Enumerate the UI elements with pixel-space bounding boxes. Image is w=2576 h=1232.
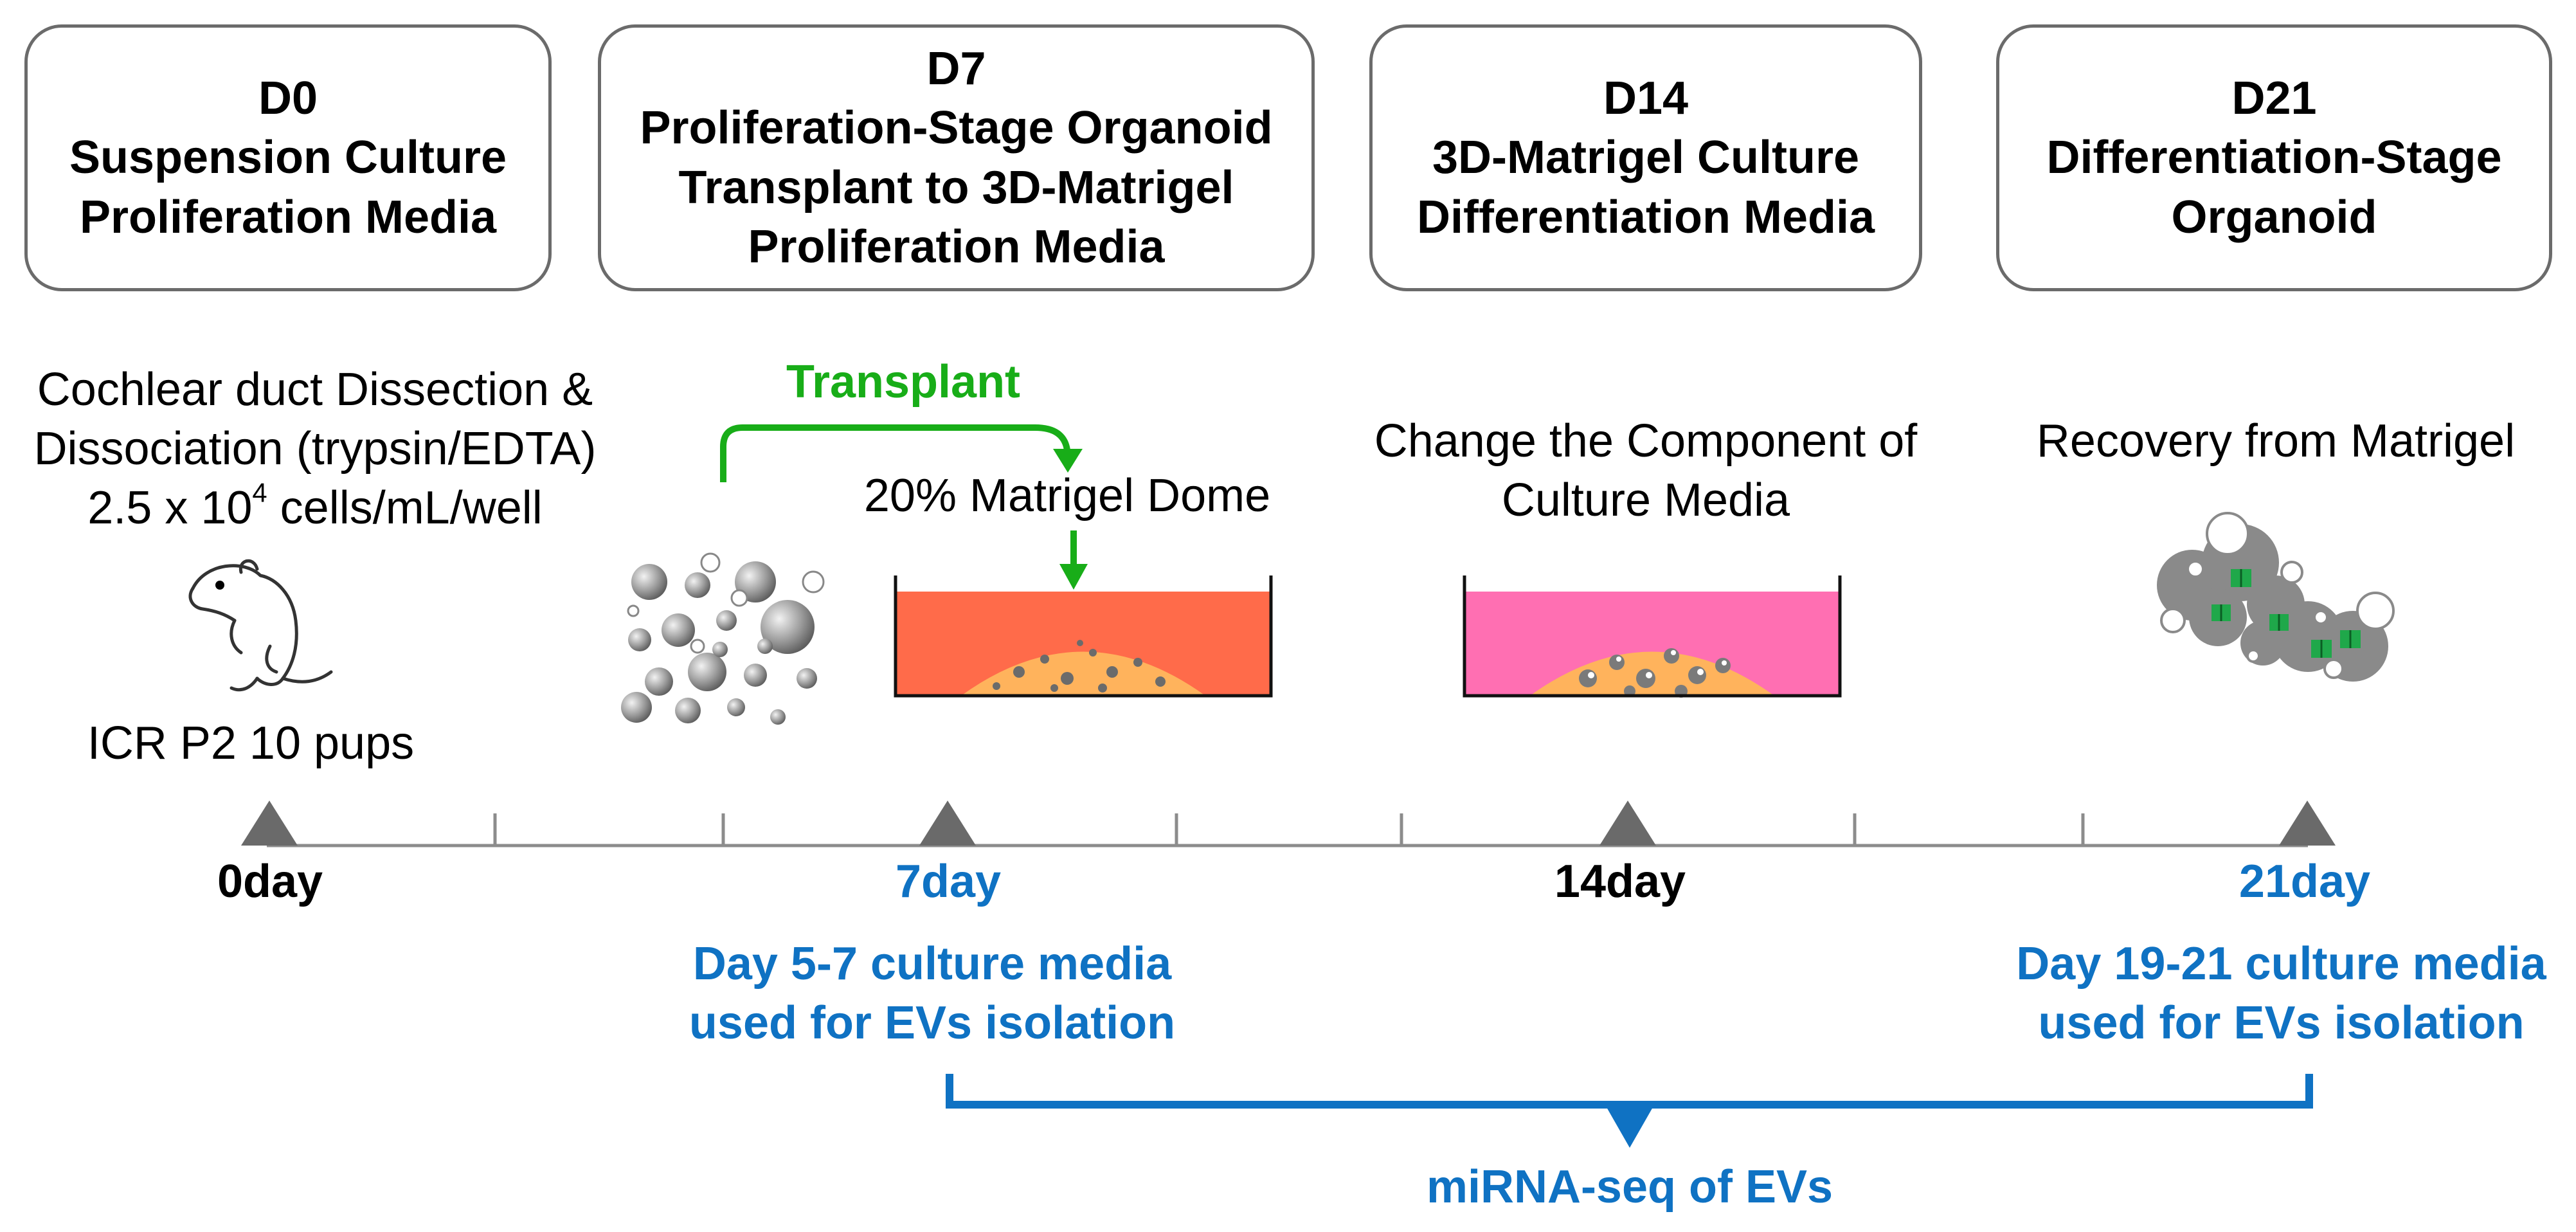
- stage-day-label: D14: [1603, 73, 1689, 125]
- stage-line: Transplant to 3D-Matrigel: [678, 161, 1234, 213]
- dissection-line: Cochlear duct Dissection &: [37, 364, 593, 415]
- day14-marker: [1599, 801, 1656, 846]
- differentiated-organoid-icon: [2157, 512, 2395, 682]
- change-media-line: Change the Component of: [1374, 415, 1918, 467]
- stage-line: 3D-Matrigel Culture: [1432, 132, 1860, 184]
- transplant-label: Transplant: [786, 356, 1021, 408]
- stage-line: Proliferation Media: [79, 191, 497, 243]
- ev-note-line: used for EVs isolation: [2038, 997, 2525, 1049]
- day0-marker: [241, 801, 298, 846]
- ev-bracket: [946, 1074, 2313, 1148]
- mirna-seq-label: miRNA-seq of EVs: [1426, 1161, 1833, 1213]
- day21-marker: [2279, 801, 2336, 846]
- differentiation-well-icon: [1463, 575, 1842, 698]
- recovery-label: Recovery from Matrigel: [2036, 415, 2516, 467]
- dissociated-cells-icon: [621, 552, 825, 725]
- day7-ev-note: Day 5-7 culture media used for EVs isola…: [656, 934, 1209, 1053]
- stage-box-d14: D14 3D-Matrigel Culture Differentiation …: [1369, 24, 1922, 291]
- animal-label: ICR P2 10 pups: [87, 718, 415, 769]
- stage-day-label: D0: [258, 73, 318, 125]
- stage-box-d0: D0 Suspension Culture Proliferation Medi…: [24, 24, 552, 291]
- mouse-pup-icon: [188, 559, 333, 692]
- day7-marker: [919, 801, 976, 846]
- stage-line: Differentiation Media: [1416, 191, 1875, 243]
- transplant-arrow-icon: [720, 424, 1083, 482]
- stage-line: Proliferation-Stage Organoid: [640, 102, 1273, 154]
- stage-box-d7: D7 Proliferation-Stage Organoid Transpla…: [598, 24, 1315, 291]
- matrigel-dome-well-icon: [894, 575, 1273, 698]
- stage-line: Suspension Culture: [69, 132, 507, 184]
- ev-note-line: used for EVs isolation: [689, 997, 1176, 1049]
- day21-label: 21day: [2238, 856, 2371, 907]
- day0-label: 0day: [217, 856, 323, 907]
- stage-box-d21: D21 Differentiation-Stage Organoid: [1996, 24, 2552, 291]
- stage-day-label: D21: [2231, 73, 2317, 125]
- day7-label: 7day: [895, 856, 1002, 907]
- cell-density-line: 2.5 x 104 cells/mL/well: [87, 477, 543, 534]
- change-media-text: Change the Component of Culture Media: [1331, 412, 1961, 530]
- stage-line: Proliferation Media: [748, 221, 1165, 273]
- timeline-axis: [241, 801, 2336, 847]
- stage-line: Organoid: [2171, 191, 2377, 243]
- day14-label: 14day: [1554, 856, 1686, 907]
- dome-arrow-icon: [1059, 530, 1088, 590]
- change-media-line: Culture Media: [1501, 475, 1790, 527]
- day21-ev-note: Day 19-21 culture media used for EVs iso…: [1986, 934, 2576, 1053]
- ev-note-line: Day 19-21 culture media: [2016, 938, 2546, 990]
- stage-line: Differentiation-Stage: [2046, 132, 2502, 184]
- matrigel-dome-label: 20% Matrigel Dome: [863, 470, 1271, 521]
- ev-note-line: Day 5-7 culture media: [692, 938, 1172, 990]
- dissection-text: Cochlear duct Dissection & Dissociation …: [0, 360, 630, 538]
- dissociation-line: Dissociation (trypsin/EDTA): [33, 423, 597, 475]
- stage-day-label: D7: [926, 43, 986, 95]
